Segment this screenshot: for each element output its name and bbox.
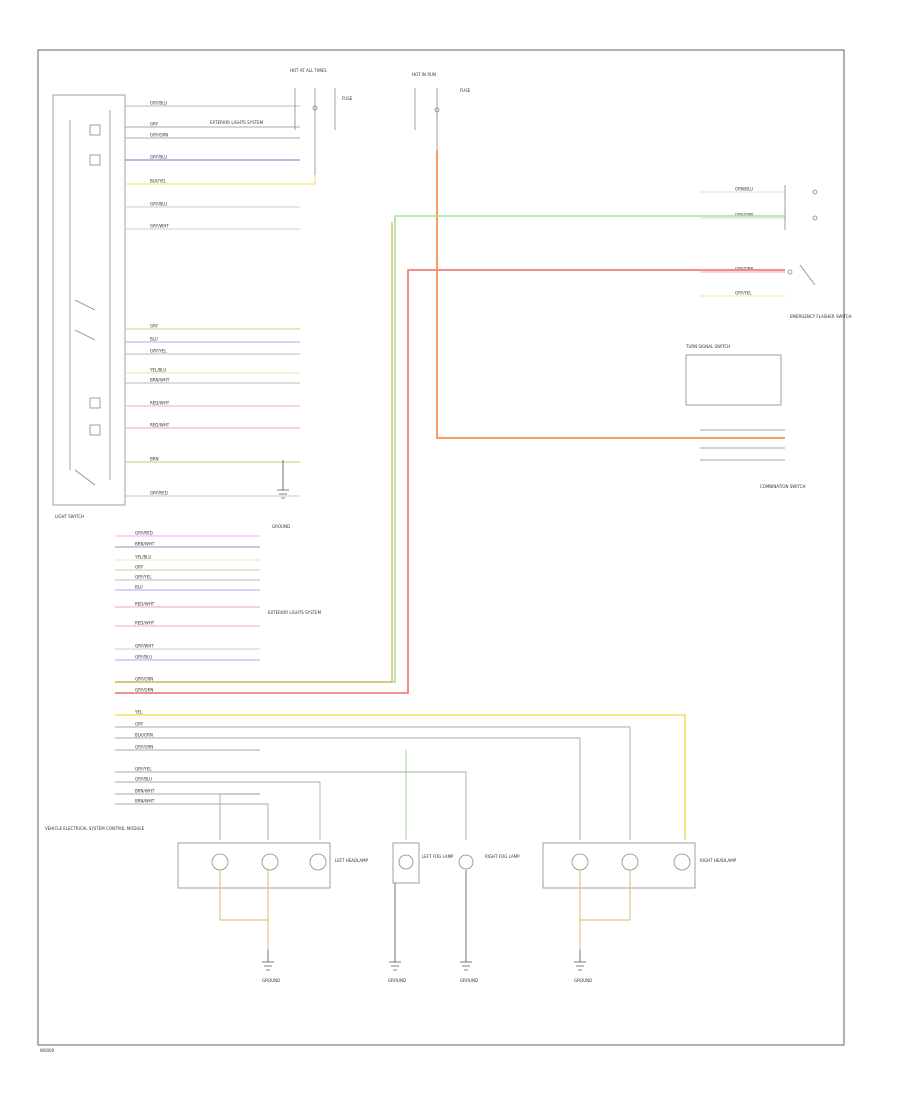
combination-switch[interactable]: COMBINATION SWITCH [700,429,805,489]
right-wires: GRN/BLU GRY/GRN GRY/ORN GRY/YEL [700,187,785,297]
module-wires: GRY/RED BRN/WHT YEL/BLU GRY GRY/YEL BLU RED/WH… [115,531,260,805]
right-wire-label: GRY/ORN [735,267,753,272]
green-wire-run [115,215,785,683]
red-wire-run [115,269,785,694]
module-wire-label: GRY/YEL [135,575,152,580]
ground-right-headlamp: GROUND [574,950,592,983]
hot-at-all-times-label: HOT AT ALL TIMES [290,68,327,73]
orange-feed-wire [436,150,785,439]
ground-mid-label: GROUND [272,524,290,529]
switch-wire-label: BLK/YEL [150,179,167,184]
ground-left-fog-label: GROUND [388,978,406,983]
module-wire-label: GRY/GRN [135,677,153,682]
tan-wire-run [115,222,393,683]
module-wire-label: GRY/ORN [135,688,153,693]
switch-wire-label: GRY/BLU [150,101,167,106]
ground-right-headlamp-label: GROUND [574,978,592,983]
switch-wires: GRY/BLU GRY GRY/GRN GRY/BLU BLK/YEL GRY/BLU GR… [125,101,300,497]
lamp-feed-wires [115,726,631,840]
fuse-b-label: FUSE [460,88,471,93]
switch-wire-label: GRY/BLU [150,155,167,160]
module-wire-label: BRN/WHT [135,799,155,804]
turn-signal-label: TURN SIGNAL SWITCH [685,344,730,349]
module-wire-label: YEL/BLU [134,555,151,560]
control-module-label: VEHICLE ELECTRICAL SYSTEM CONTROL MODULE [45,826,145,831]
module-wire-label: GRY/RED [135,531,153,536]
emergency-flasher-switch[interactable]: EMERGENCY FLASHER SWITCH [784,185,852,319]
module-wire-label: RED/WHT [135,621,155,626]
module-wire-label: GRY/WHT [135,644,154,649]
module-wire-label: GRY [135,722,144,727]
switch-wire-label: GRY [150,324,159,329]
ground-left-headlamp-label: GROUND [262,978,280,983]
hot-in-run-label: HOT IN RUN [412,72,436,77]
module-wire-label: GRY/BLU [135,655,152,660]
yellow-wire-run [115,714,686,840]
emergency-flasher-label: EMERGENCY FLASHER SWITCH [790,314,852,319]
right-headlamp-label: RIGHT HEADLAMP [700,858,737,863]
exterior-lights-label-1: EXTERIOR LIGHTS SYSTEM [210,120,264,125]
fuse-hot-all-times: HOT AT ALL TIMES FUSE [290,68,353,180]
module-wire-label: GRY [135,565,144,570]
left-fog-lamp-label: LEFT FOG LAMP [422,854,454,859]
yellow-feed-wire [125,175,316,185]
right-wire-label: GRN/BLU [735,187,753,192]
module-wire-label: BLK/GRN [135,733,153,738]
ground-mid: GROUND [272,460,290,529]
switch-wire-label: GRY/YEL [150,349,167,354]
left-headlamp[interactable]: LEFT HEADLAMP [177,842,369,950]
switch-wire-label: GRY/WHT [150,224,169,229]
switch-wire-label: BRN [150,457,159,462]
switch-wire-label: GRY/GRN [150,133,168,138]
left-headlamp-label: LEFT HEADLAMP [335,858,369,863]
light-switch-label: LIGHT SWITCH [55,514,84,519]
turn-signal-switch[interactable]: TURN SIGNAL SWITCH [685,344,782,406]
module-wire-label: GRY/YEL [135,767,152,772]
fuse-a-label: FUSE [342,96,353,101]
switch-wire-label: RED/WHT [150,423,170,428]
module-wire-label: BLU [135,585,143,590]
switch-wire-label: GRY [150,122,159,127]
module-wire-label: GRY/GRN [135,745,153,750]
ground-right-fog-label: GROUND [460,978,478,983]
footer-code: W0000 [40,1048,55,1053]
right-wire-label: GRY/GRN [735,213,753,218]
right-fog-lamp[interactable]: RIGHT FOG LAMP [458,854,520,870]
ground-left-headlamp: GROUND [262,950,280,983]
combination-switch-label: COMBINATION SWITCH [760,484,805,489]
switch-wire-label: RED/WHT [150,401,170,406]
right-wire-label: GRY/YEL [735,291,752,296]
switch-wire-label: GRY/RED [150,491,168,496]
right-headlamp[interactable]: RIGHT HEADLAMP [542,842,737,950]
ground-left-fog: GROUND [388,883,406,983]
module-wire-label: GRY/BLU [135,777,152,782]
module-wire-label: YEL [134,710,143,715]
exterior-lights-label-2: EXTERIOR LIGHTS SYSTEM [268,610,322,615]
module-wire-label: RED/WHT [135,602,155,607]
fuse-hot-in-run: HOT IN RUN FUSE [412,72,471,150]
switch-wire-label: BRN/WHT [150,378,170,383]
module-wire-label: BRN/WHT [135,789,155,794]
ground-right-fog: GROUND [460,870,478,983]
switch-wire-label: YEL/BLU [149,368,166,373]
switch-wire-label: BLU [150,337,158,342]
module-wire-label: BRN/WHT [135,542,155,547]
right-fog-lamp-label: RIGHT FOG LAMP [485,854,520,859]
diagram-frame [37,49,845,1046]
light-switch[interactable]: LIGHT SWITCH [52,94,126,519]
left-fog-lamp[interactable]: LEFT FOG LAMP [392,842,454,884]
switch-wire-label: GRY/BLU [150,202,167,207]
